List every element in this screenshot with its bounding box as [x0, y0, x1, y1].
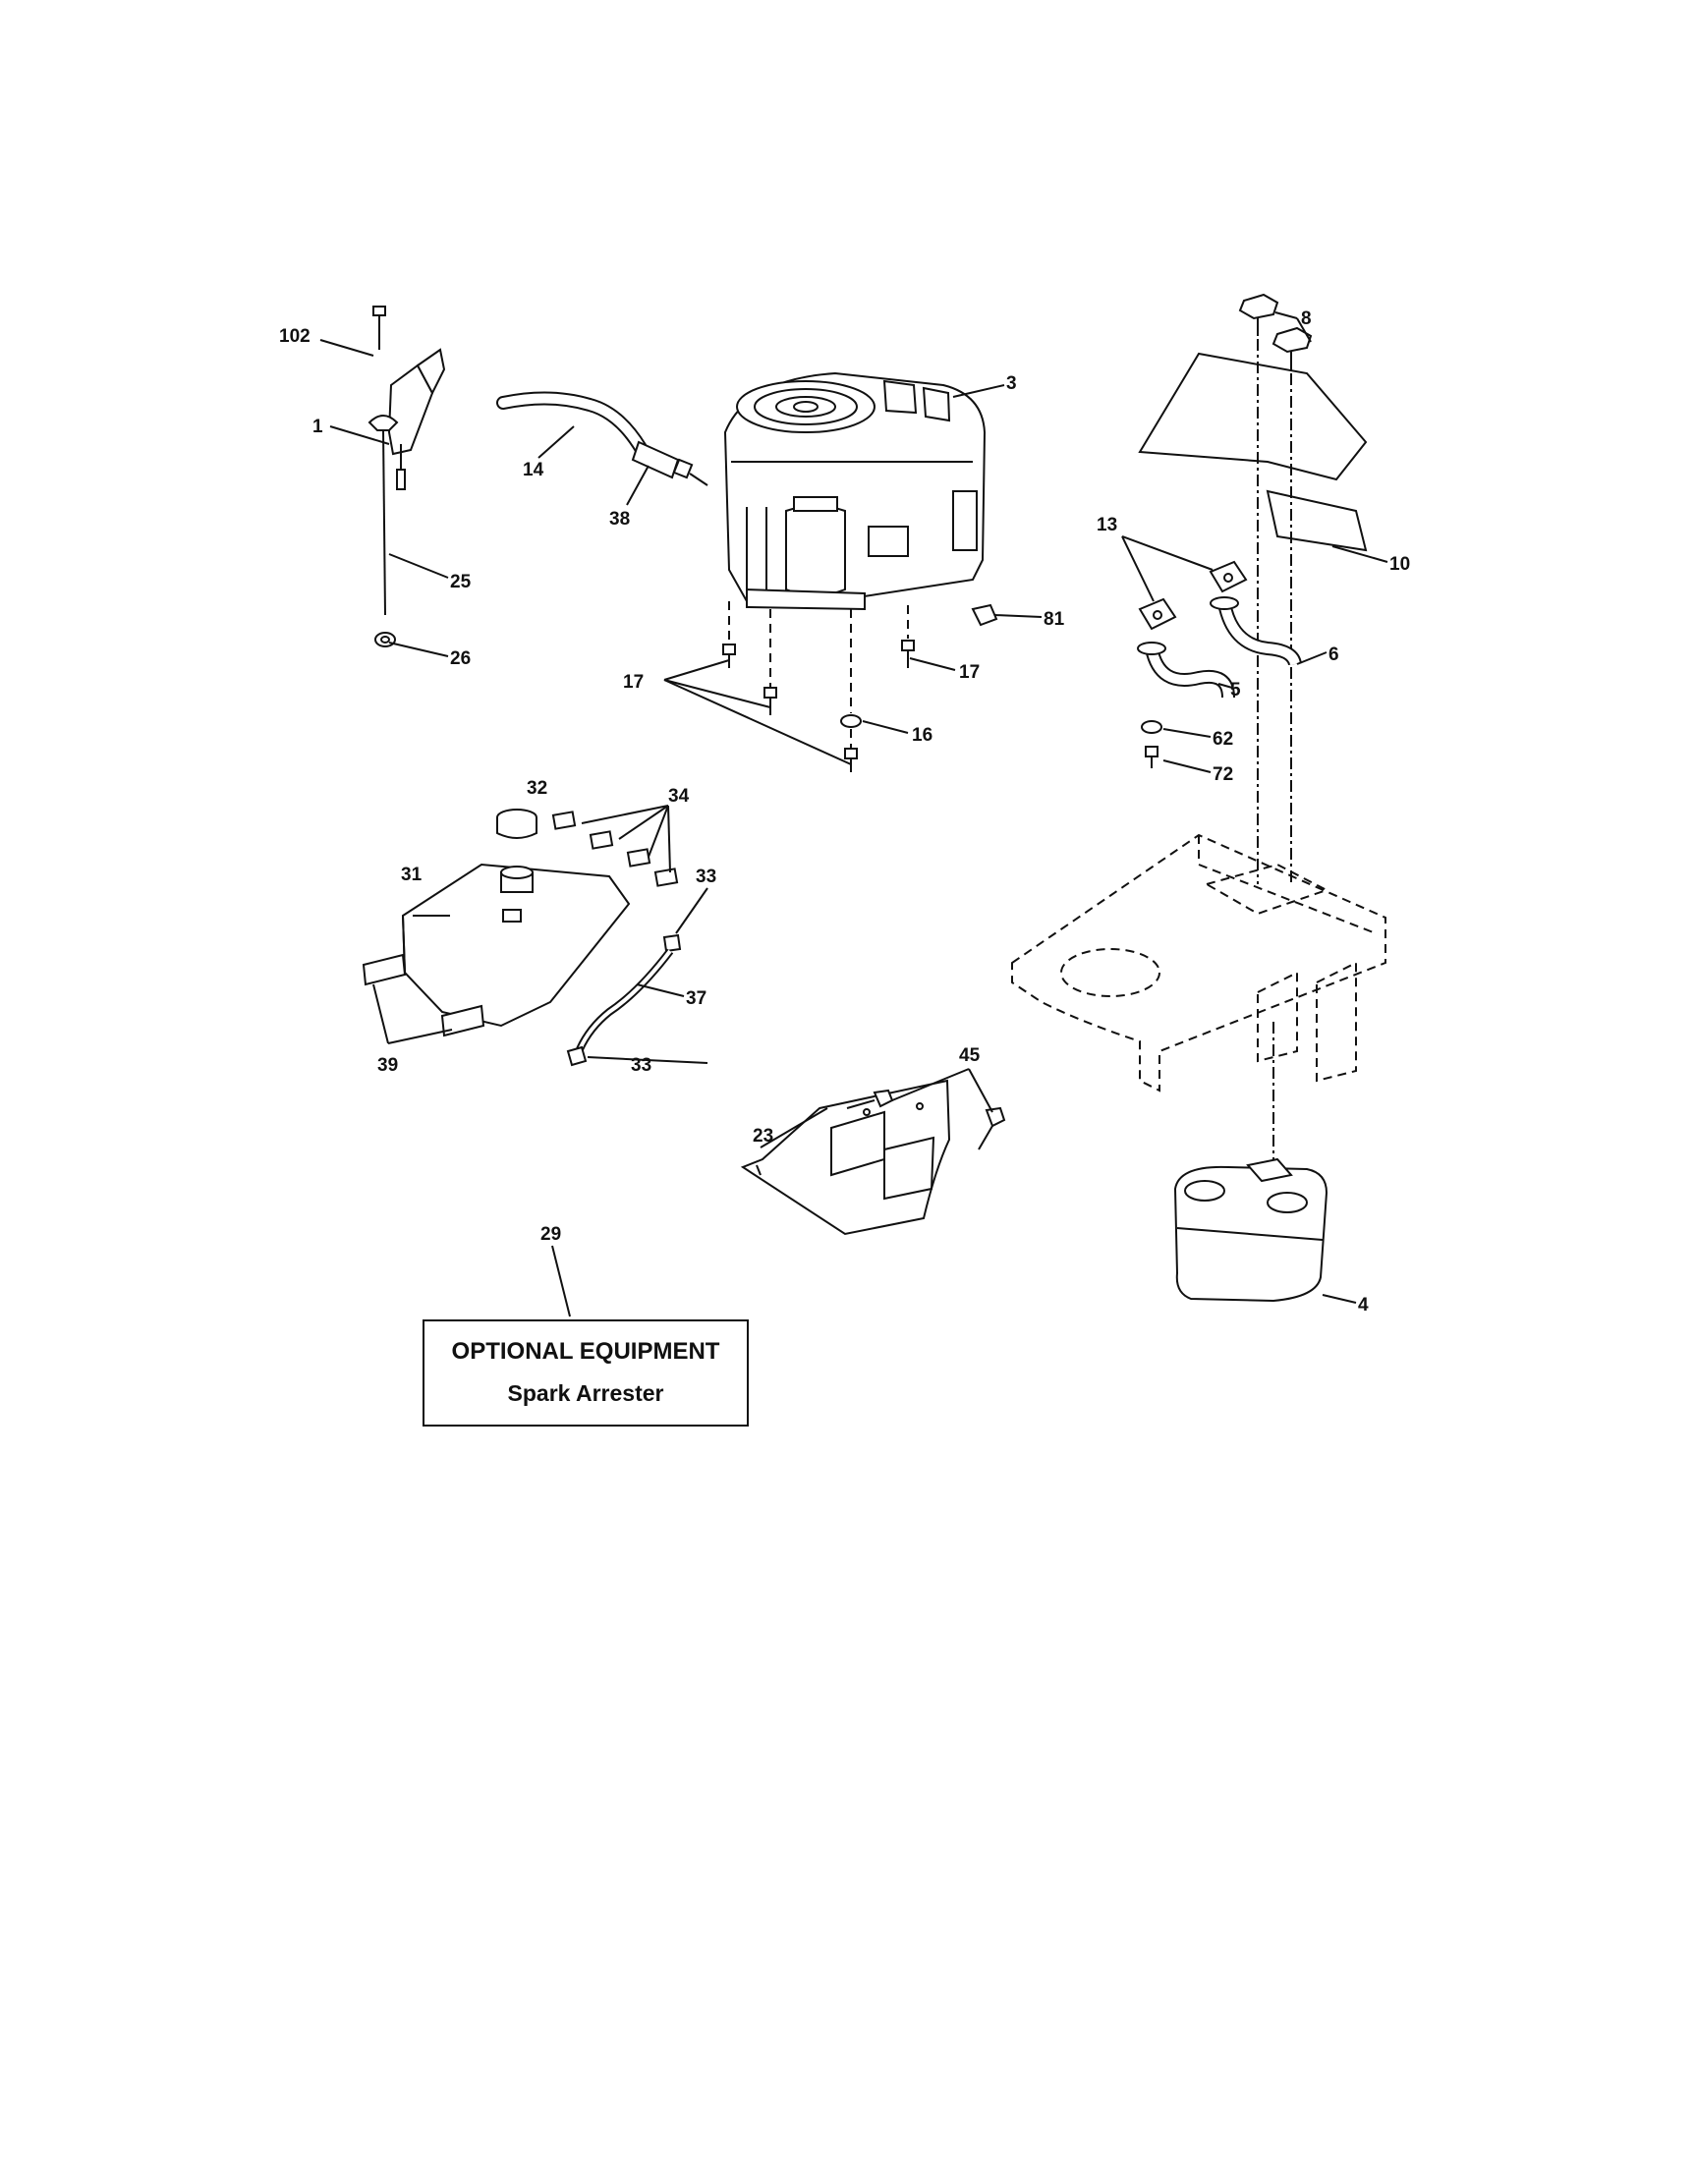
part-shroud — [401, 863, 631, 1028]
part-fuel-line — [496, 391, 648, 455]
callout-102: 102 — [279, 326, 311, 347]
callout-32: 32 — [527, 778, 547, 799]
part-screws-45 — [846, 1089, 1006, 1150]
part-washer-62 — [1141, 720, 1162, 734]
part-heat-shield — [1138, 352, 1368, 552]
callout-37: 37 — [686, 988, 706, 1009]
callout-62: 62 — [1213, 729, 1233, 750]
part-engine-bolts — [722, 601, 915, 772]
centerlines — [1257, 339, 1292, 1179]
callout-33-top: 33 — [696, 867, 716, 887]
optional-equipment-box: OPTIONAL EQUIPMENT Spark Arrester — [423, 1319, 749, 1427]
part-engine-shield — [740, 1079, 951, 1236]
part-pads-34 — [551, 811, 679, 887]
optional-equipment-title: OPTIONAL EQUIPMENT — [451, 1338, 720, 1366]
callout-1: 1 — [312, 417, 323, 437]
part-throttle-control — [372, 306, 446, 490]
callout-14: 14 — [523, 460, 544, 480]
callout-33-bottom: 33 — [631, 1055, 651, 1076]
optional-equipment-subtitle: Spark Arrester — [507, 1380, 664, 1407]
callout-8: 8 — [1301, 308, 1312, 329]
tractor-frame — [1011, 833, 1386, 1092]
callout-13: 13 — [1097, 515, 1117, 535]
part-engine — [723, 371, 987, 611]
part-hose-37 — [566, 933, 682, 1067]
leader-lines — [319, 311, 1388, 1317]
callout-34: 34 — [668, 786, 690, 807]
part-cap-32 — [496, 809, 537, 839]
callout-72: 72 — [1213, 764, 1233, 785]
callout-17-right: 17 — [959, 662, 980, 683]
callout-31: 31 — [401, 865, 423, 885]
callout-labels: 102 1 14 3 38 25 26 81 17 17 16 8 13 10 … — [279, 308, 1410, 1316]
callout-39: 39 — [377, 1055, 398, 1076]
part-bolt-25 — [367, 415, 399, 616]
callout-81: 81 — [1044, 609, 1065, 630]
part-fuel-filter — [631, 440, 708, 486]
callout-4: 4 — [1358, 1295, 1369, 1316]
callout-26: 26 — [450, 648, 471, 669]
callout-45: 45 — [959, 1045, 981, 1066]
callout-38: 38 — [609, 509, 630, 530]
callout-23: 23 — [753, 1126, 773, 1147]
callout-6: 6 — [1328, 644, 1339, 665]
callout-5: 5 — [1230, 680, 1241, 700]
callout-3: 3 — [1006, 373, 1017, 394]
part-nut-81 — [971, 603, 998, 627]
part-gaskets — [1138, 560, 1248, 631]
callout-17-left: 17 — [623, 672, 644, 693]
callout-16: 16 — [912, 725, 932, 746]
part-washer-26 — [374, 632, 396, 647]
part-bolt-72 — [1145, 746, 1158, 768]
callout-10: 10 — [1389, 554, 1410, 575]
part-muffler — [1173, 1157, 1328, 1303]
part-filters-39 — [362, 953, 485, 1037]
part-bolts-8 — [1238, 293, 1313, 371]
callout-25: 25 — [450, 572, 472, 592]
callout-29: 29 — [540, 1224, 561, 1245]
